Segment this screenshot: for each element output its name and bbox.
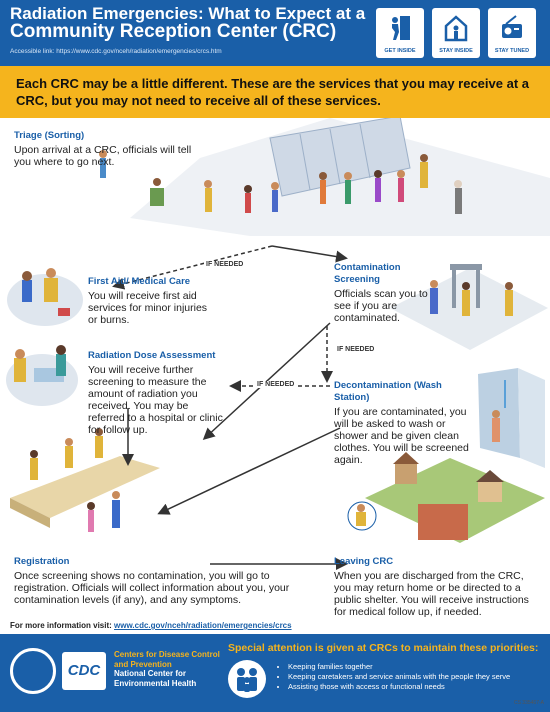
leaving-crc-illustration bbox=[347, 452, 545, 543]
intro-banner: Each CRC may be a little different. Thes… bbox=[0, 66, 550, 118]
priorities-list: Keeping families together Keeping careta… bbox=[280, 662, 510, 692]
leaving-body: When you are discharged from the CRC, yo… bbox=[334, 570, 529, 618]
contamination-screening-illustration bbox=[390, 264, 548, 350]
decon-title: Decontamination (Wash Station) bbox=[334, 380, 442, 403]
more-info-label: For more information visit: bbox=[10, 621, 112, 630]
page-title: Radiation Emergencies: What to Expect at… bbox=[10, 4, 370, 42]
priority-item: Keeping families together bbox=[288, 662, 510, 672]
triage-body: Upon arrival at a CRC, officials will te… bbox=[14, 144, 192, 168]
stay-inside-icon bbox=[444, 15, 468, 42]
more-info: For more information visit: www.cdc.gov/… bbox=[10, 621, 292, 630]
cdc-logo: CDC bbox=[62, 652, 106, 690]
hhs-eagle-logo-icon bbox=[10, 648, 56, 694]
first-aid-title: First Aid/ Medical Care bbox=[88, 276, 191, 287]
nceh-name: National Center for Environmental Health bbox=[114, 669, 197, 688]
accessible-link-url[interactable]: https://www.cdc.gov/nceh/radiation/emerg… bbox=[56, 48, 222, 55]
first-aid-section: First Aid/ Medical Care You will receive… bbox=[88, 276, 216, 326]
dose-body: You will receive further screening to me… bbox=[88, 364, 223, 436]
contamination-section: Contamination Screening Officials scan y… bbox=[334, 262, 444, 324]
if-needed-flag-dose: IF NEEDED bbox=[255, 381, 297, 388]
cdc-name: Centers for Disease Control and Preventi… bbox=[114, 650, 220, 669]
decon-section: Decontamination (Wash Station) If you ar… bbox=[334, 380, 472, 466]
get-inside-badge: GET INSIDE bbox=[376, 8, 424, 58]
get-inside-icon bbox=[392, 16, 410, 40]
flow-arrows bbox=[112, 245, 348, 570]
stay-inside-label: STAY INSIDE bbox=[439, 48, 473, 54]
accessible-link-label: Accessible link: bbox=[10, 48, 55, 55]
if-needed-flag-first-aid: IF NEEDED bbox=[204, 261, 246, 268]
accessible-link: Accessible link: https://www.cdc.gov/nce… bbox=[10, 48, 222, 55]
priorities-title: Special attention is given at CRCs to ma… bbox=[228, 642, 539, 654]
stay-tuned-badge: STAY TUNED bbox=[488, 8, 536, 58]
dose-section: Radiation Dose Assessment You will recei… bbox=[88, 350, 228, 436]
title-line-1: Radiation Emergencies: What to Expect at… bbox=[10, 4, 366, 23]
triage-section: Triage (Sorting) Upon arrival at a CRC, … bbox=[14, 130, 204, 168]
flow-illustration bbox=[6, 118, 550, 570]
cdc-text: Centers for Disease Control and Preventi… bbox=[114, 650, 224, 688]
cdc-logo-text: CDC bbox=[67, 662, 101, 679]
header-banner: Radiation Emergencies: What to Expect at… bbox=[0, 0, 550, 66]
more-info-link[interactable]: www.cdc.gov/nceh/radiation/emergencies/c… bbox=[114, 621, 292, 630]
stay-tuned-label: STAY TUNED bbox=[494, 48, 530, 54]
contamination-title: Contamination Screening bbox=[334, 262, 401, 285]
decontamination-illustration bbox=[478, 368, 545, 468]
document-number: CS 335467-A bbox=[513, 700, 544, 706]
priority-item: Keeping caretakers and service animals w… bbox=[288, 672, 510, 682]
stay-tuned-icon bbox=[502, 15, 522, 38]
triage-scene-illustration bbox=[99, 118, 550, 236]
leaving-title: Leaving CRC bbox=[334, 556, 394, 567]
contamination-body: Officials scan you to see if you are con… bbox=[334, 288, 428, 324]
title-line-2: Community Reception Center (CRC) bbox=[10, 21, 337, 42]
registration-title: Registration bbox=[14, 556, 70, 567]
stay-inside-badge: STAY INSIDE bbox=[432, 8, 480, 58]
registration-body: Once screening shows no contamination, y… bbox=[14, 570, 290, 606]
leaving-section: Leaving CRC When you are discharged from… bbox=[334, 556, 542, 618]
family-icon bbox=[228, 660, 266, 698]
footer: CDC Centers for Disease Control and Prev… bbox=[0, 634, 550, 712]
triage-title: Triage (Sorting) bbox=[14, 130, 85, 141]
priority-item: Assisting those with access or functiona… bbox=[288, 682, 510, 692]
first-aid-illustration bbox=[7, 268, 83, 326]
if-needed-flag-decon: IF NEEDED bbox=[335, 346, 377, 353]
cdc-branding: CDC Centers for Disease Control and Prev… bbox=[10, 644, 220, 704]
registration-illustration bbox=[10, 428, 160, 532]
decon-body: If you are contaminated, you will be ask… bbox=[334, 406, 469, 466]
dose-assessment-illustration bbox=[6, 345, 78, 406]
registration-section: Registration Once screening shows no con… bbox=[14, 556, 324, 606]
priorities-box: Special attention is given at CRCs to ma… bbox=[228, 642, 546, 706]
first-aid-body: You will receive first aid services for … bbox=[88, 290, 208, 326]
dose-title: Radiation Dose Assessment bbox=[88, 350, 216, 361]
get-inside-label: GET INSIDE bbox=[384, 48, 416, 54]
